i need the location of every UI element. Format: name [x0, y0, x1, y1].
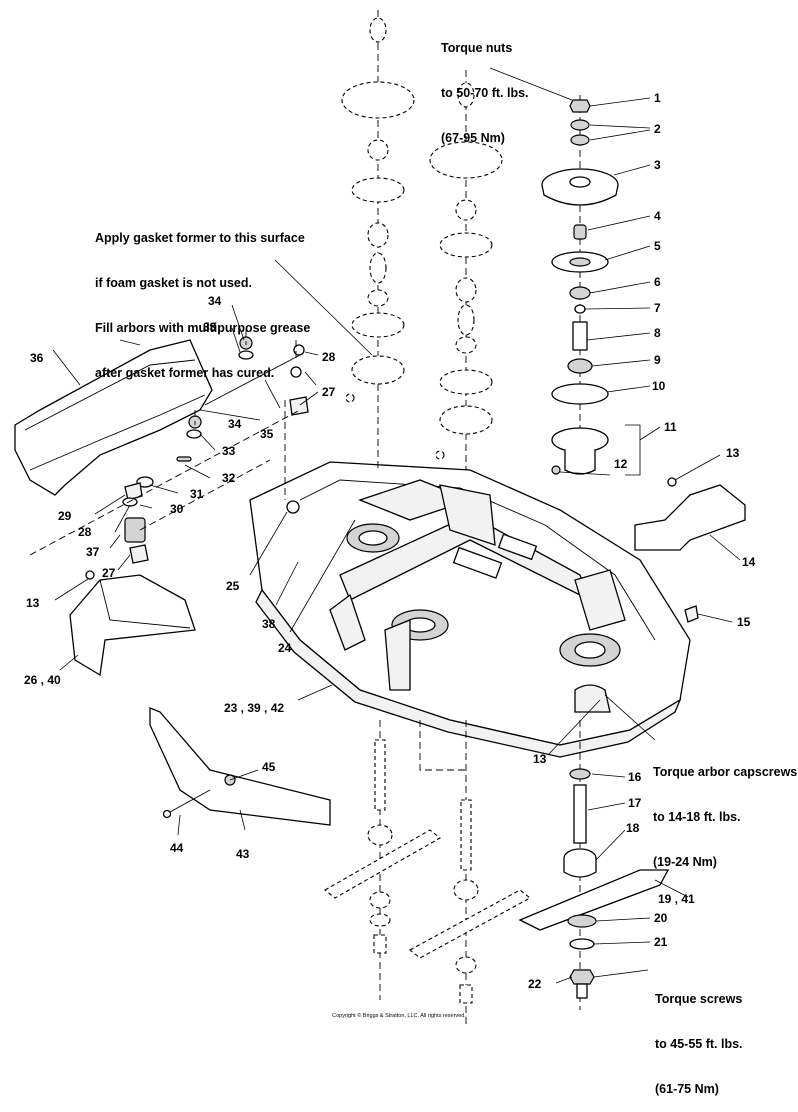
spindle-assembly-left-dashed — [341, 10, 415, 470]
mower-deck-exploded-diagram: 1 2 3 4 5 6 7 8 9 10 11 12 13 14 15 13 1… — [14, 10, 756, 1024]
callout-28-upper: 28 — [322, 350, 336, 364]
lower-spindles-blades-dashed — [324, 720, 531, 1024]
callout-36: 36 — [30, 351, 44, 365]
callout-28-lower: 28 — [78, 525, 92, 539]
callout-22: 22 — [528, 977, 542, 991]
torque-nuts-line-1: Torque nuts — [441, 41, 513, 55]
callout-3: 3 — [654, 158, 661, 172]
callout-9: 9 — [654, 353, 661, 367]
callout-30: 30 — [170, 502, 184, 516]
callout-20: 20 — [654, 911, 668, 925]
callout-37: 37 — [86, 545, 100, 559]
callout-18: 18 — [626, 821, 640, 835]
callout-35: 35 — [260, 427, 274, 441]
callout-33-lower: 33 — [222, 444, 236, 458]
callout-numbers: 1 2 3 4 5 6 7 8 9 10 11 12 13 14 15 13 1… — [24, 91, 756, 991]
callout-10: 10 — [652, 379, 666, 393]
callout-44: 44 — [170, 841, 184, 855]
torque-arbor-line-3: (19-24 Nm) — [653, 855, 717, 869]
callout-6: 6 — [654, 275, 661, 289]
torque-nuts-line-2: to 50-70 ft. lbs. — [441, 86, 529, 100]
callout-45: 45 — [262, 760, 276, 774]
callout-2: 2 — [654, 122, 661, 136]
mower-deck-housing — [249, 461, 691, 758]
discharge-chute-36 — [14, 339, 213, 496]
callout-34-upper: 34 — [208, 294, 222, 308]
torque-arbor-note: Torque arbor capscrews to 14-18 ft. lbs.… — [653, 735, 797, 885]
callout-34-lower: 34 — [228, 417, 242, 431]
deck-guard-26 — [69, 570, 196, 677]
torque-screws-line-3: (61-75 Nm) — [655, 1082, 719, 1096]
deflector-parts-left — [122, 336, 309, 564]
callout-13-bottom: 13 — [533, 752, 547, 766]
torque-nuts-note: Torque nuts to 50-70 ft. lbs. (67-95 Nm) — [441, 11, 529, 161]
torque-arbor-line-1: Torque arbor capscrews — [653, 765, 798, 779]
callout-24: 24 — [278, 641, 292, 655]
torque-nuts-line-3: (67-95 Nm) — [441, 131, 505, 145]
callout-23-39-42: 23 , 39 , 42 — [224, 701, 284, 715]
deck-stiffener-43 — [149, 707, 331, 826]
torque-screws-note: Torque screws to 45-55 ft. lbs. (61-75 N… — [655, 962, 743, 1112]
torque-screws-line-1: Torque screws — [655, 992, 743, 1006]
callout-13-left: 13 — [26, 596, 40, 610]
callout-27-upper: 27 — [322, 385, 336, 399]
callout-16: 16 — [628, 770, 642, 784]
gasket-note-line-2: if foam gasket is not used. — [95, 276, 252, 290]
callout-43: 43 — [236, 847, 250, 861]
gasket-note-line-4: after gasket former has cured. — [95, 366, 275, 380]
side-shield-14 — [634, 477, 746, 623]
callout-19-41: 19 , 41 — [658, 892, 695, 906]
deflector-rod-35 — [204, 354, 302, 406]
callout-7: 7 — [654, 301, 661, 315]
torque-arbor-line-2: to 14-18 ft. lbs. — [653, 810, 741, 824]
callout-26-40: 26 , 40 — [24, 673, 61, 687]
callout-8: 8 — [654, 326, 661, 340]
gasket-note-line-1: Apply gasket former to this surface — [95, 231, 305, 245]
callout-5: 5 — [654, 239, 661, 253]
gasket-former-note: Apply gasket former to this surface if f… — [95, 201, 310, 396]
copyright-text: Copyright © Briggs & Stratton, LLC. All … — [332, 1013, 466, 1019]
callout-32: 32 — [222, 471, 236, 485]
callout-38: 38 — [262, 617, 276, 631]
leader-lines — [52, 67, 741, 984]
callout-27-lower: 27 — [102, 566, 116, 580]
callout-4: 4 — [654, 209, 661, 223]
callout-33-upper: 33 — [203, 320, 217, 334]
callout-15: 15 — [737, 615, 751, 629]
torque-screws-line-2: to 45-55 ft. lbs. — [655, 1037, 743, 1051]
alignment-lines — [29, 330, 301, 556]
callout-17: 17 — [628, 796, 642, 810]
callout-25: 25 — [226, 579, 240, 593]
gasket-note-line-3: Fill arbors with multipurpose grease — [95, 321, 311, 335]
spindle-assembly-center-dashed — [429, 70, 503, 470]
callout-1: 1 — [654, 91, 661, 105]
callout-29: 29 — [58, 509, 72, 523]
callout-12: 12 — [614, 457, 628, 471]
callout-11: 11 — [664, 420, 677, 434]
callout-31: 31 — [190, 487, 204, 501]
spindle-assembly-right — [518, 95, 670, 1010]
callout-13-right: 13 — [726, 446, 740, 460]
callout-14: 14 — [742, 555, 756, 569]
callout-21: 21 — [654, 935, 668, 949]
